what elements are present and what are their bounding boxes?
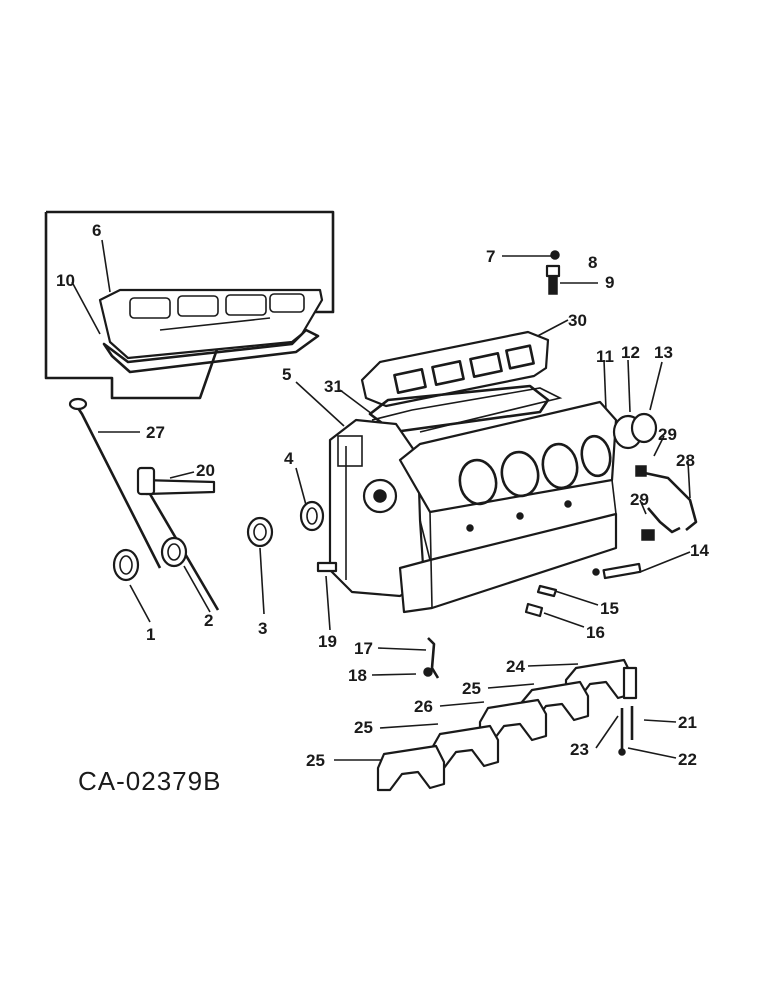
callout-30: 30 xyxy=(568,311,587,330)
callout-9: 9 xyxy=(605,273,614,292)
callout-labels: 1 2 3 4 5 6 7 8 9 10 11 12 13 14 15 16 1… xyxy=(56,221,709,770)
callout-18: 18 xyxy=(348,666,367,685)
callout-21: 21 xyxy=(678,713,697,732)
callout-16: 16 xyxy=(586,623,605,642)
callout-23: 23 xyxy=(570,740,589,759)
callout-11: 11 xyxy=(596,347,614,366)
main-bearing-caps xyxy=(376,658,638,792)
callout-25-b: 25 xyxy=(354,718,373,737)
callout-28: 28 xyxy=(676,451,695,470)
callout-17: 17 xyxy=(354,639,373,658)
callout-5: 5 xyxy=(282,365,291,384)
engine-block xyxy=(328,387,658,614)
callout-20: 20 xyxy=(196,461,215,480)
callout-2: 2 xyxy=(204,611,213,630)
dipstick-and-tube xyxy=(68,397,220,611)
small-fittings xyxy=(545,250,561,295)
callout-8: 8 xyxy=(588,253,597,272)
callout-24: 24 xyxy=(506,657,525,676)
dowel-and-fittings xyxy=(316,561,440,679)
valley-pan-gasket xyxy=(360,330,550,408)
callout-22: 22 xyxy=(678,750,697,769)
oil-pan-gasket xyxy=(102,328,320,374)
callout-25-a: 25 xyxy=(462,679,481,698)
callout-6: 6 xyxy=(92,221,101,240)
callout-4: 4 xyxy=(284,449,294,468)
callout-29-b: 29 xyxy=(630,490,649,509)
callout-15: 15 xyxy=(600,599,619,618)
oil-lines xyxy=(635,465,698,541)
callout-7: 7 xyxy=(486,247,495,266)
callout-13: 13 xyxy=(654,343,673,362)
figure-code: CA-02379B xyxy=(78,766,221,796)
callout-27: 27 xyxy=(146,423,165,442)
callout-26: 26 xyxy=(414,697,433,716)
callout-25-c: 25 xyxy=(306,751,325,770)
callout-19: 19 xyxy=(318,632,337,651)
callout-31: 31 xyxy=(324,377,343,396)
valley-gaskets xyxy=(360,330,550,434)
bearings-and-seals xyxy=(112,500,325,582)
leader-lines xyxy=(71,239,691,761)
callout-14: 14 xyxy=(690,541,709,560)
callout-12: 12 xyxy=(621,343,640,362)
callout-29-a: 29 xyxy=(658,425,677,444)
callout-1: 1 xyxy=(146,625,155,644)
oil-pan-inset xyxy=(44,210,335,400)
callout-10: 10 xyxy=(56,271,75,290)
bolts-and-plugs xyxy=(524,562,642,618)
callout-3: 3 xyxy=(258,619,267,638)
